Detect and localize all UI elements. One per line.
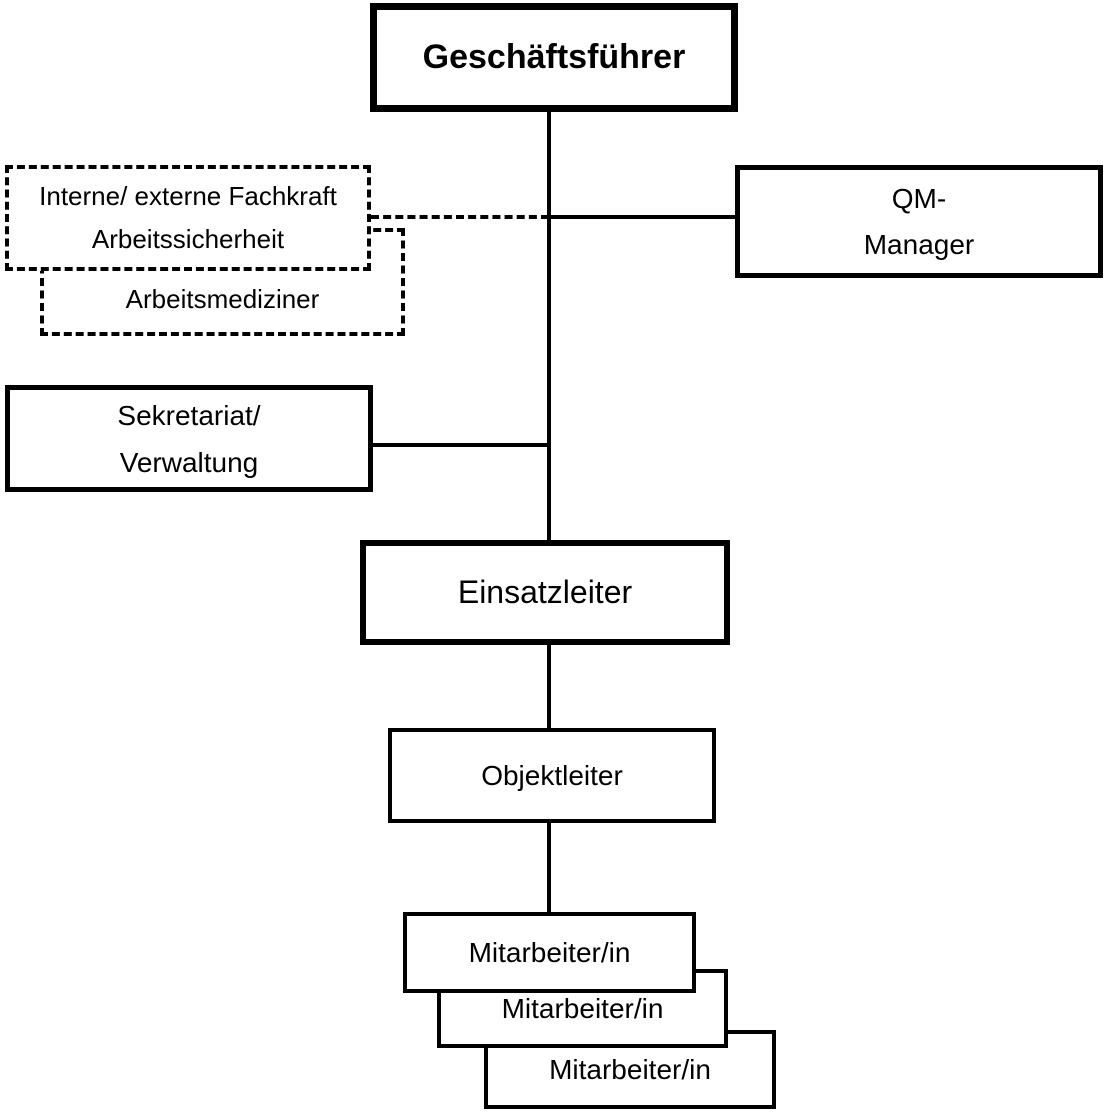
node-qm-manager-line2: Manager xyxy=(863,228,975,260)
node-objektleiter-label: Objektleiter xyxy=(481,759,623,791)
node-objektleiter: Objektleiter xyxy=(388,728,716,823)
node-geschaeftsfuehrer: Geschäftsführer xyxy=(370,3,738,112)
node-sekretariat-verwaltung: Sekretariat/ Verwaltung xyxy=(5,385,373,492)
connector-qm-manager xyxy=(549,215,737,219)
node-arbeitsmediziner-label: Arbeitsmediziner xyxy=(125,283,320,314)
node-sekretariat-line1: Sekretariat/ xyxy=(117,399,261,431)
connector-geschaeftsfuehrer-einsatzleiter xyxy=(547,110,551,543)
node-geschaeftsfuehrer-label: Geschäftsführer xyxy=(422,38,686,77)
node-sekretariat-line2: Verwaltung xyxy=(119,446,259,478)
node-qm-manager: QM- Manager xyxy=(735,165,1103,278)
node-fachkraft-arbeitssicherheit: Interne/ externe Fachkraft Arbeitssicher… xyxy=(5,165,371,271)
node-qm-manager-line1: QM- xyxy=(891,182,947,214)
connector-sekretariat xyxy=(371,443,549,447)
connector-objektleiter-mitarbeiter xyxy=(547,822,551,914)
node-mitarbeiter-2-label: Mitarbeiter/in xyxy=(501,992,664,1024)
node-einsatzleiter-label: Einsatzleiter xyxy=(457,573,633,610)
node-mitarbeiter-1-label: Mitarbeiter/in xyxy=(468,936,631,968)
node-fachkraft-line2: Arbeitssicherheit xyxy=(91,224,285,254)
node-mitarbeiter-3-label: Mitarbeiter/in xyxy=(549,1053,711,1085)
connector-einsatzleiter-objektleiter xyxy=(547,644,551,730)
node-mitarbeiter-1: Mitarbeiter/in xyxy=(403,912,696,993)
node-einsatzleiter: Einsatzleiter xyxy=(360,540,730,645)
connector-fachkraft-dashed xyxy=(371,215,549,219)
node-fachkraft-line1: Interne/ externe Fachkraft xyxy=(39,181,337,211)
